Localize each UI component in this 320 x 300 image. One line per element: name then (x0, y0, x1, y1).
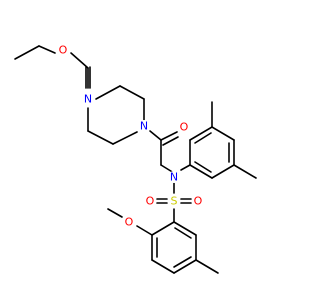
bond (211, 164, 235, 179)
bond (211, 126, 235, 141)
bond-lines (14, 45, 257, 274)
atom-label: O (59, 44, 68, 57)
bond (119, 85, 145, 100)
bond (173, 221, 197, 236)
bond (136, 225, 153, 236)
bond (95, 85, 121, 100)
bond (14, 45, 40, 60)
bond (151, 221, 175, 236)
atom-label: N (84, 93, 92, 106)
bond (194, 132, 212, 144)
bond (180, 164, 191, 171)
bond (194, 161, 212, 173)
bond (112, 131, 138, 145)
bond (189, 126, 213, 141)
atom-label: O (180, 121, 189, 134)
bond (233, 164, 257, 179)
bond (173, 259, 197, 274)
bond (87, 130, 114, 145)
bond (174, 227, 192, 239)
bond (189, 164, 213, 179)
atom-label: N (170, 171, 178, 184)
bond (107, 208, 123, 218)
bond (151, 259, 175, 274)
molecule-structure: O O N N O N S O O O (14, 44, 257, 274)
bond (38, 45, 56, 54)
atom-label: S (171, 195, 178, 208)
bond (195, 259, 219, 274)
bond (149, 130, 162, 141)
atom-labels: O O N N O N S O O O (57, 44, 204, 229)
atom-label: N (140, 120, 148, 133)
bond (70, 52, 89, 69)
bond (173, 256, 192, 268)
atom-label: O (194, 195, 203, 208)
atom-label: O (125, 216, 134, 229)
atom-label: O (146, 195, 155, 208)
bond (162, 136, 179, 146)
bond (160, 131, 178, 141)
